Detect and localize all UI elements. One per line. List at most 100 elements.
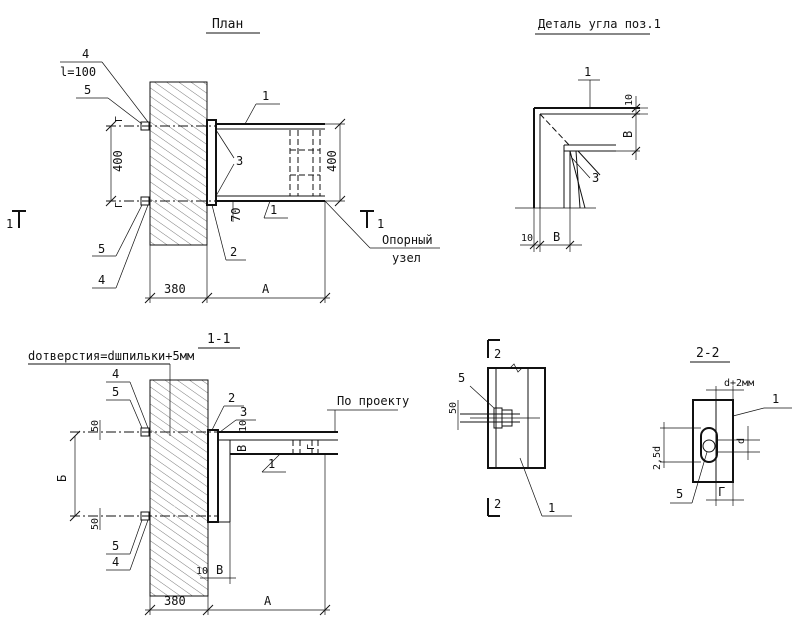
- section-2-2-dim-2-5d: 2,5d: [652, 446, 663, 470]
- plan-callout-4-bottom: 4: [98, 273, 105, 287]
- section-dim-bot-10: 10: [196, 566, 208, 577]
- section-callout-1: 1: [268, 457, 275, 471]
- section-2-2-slot: [700, 427, 718, 463]
- section-g: Г: [306, 444, 317, 450]
- node-view: 2 2 50 5 1: [448, 339, 572, 517]
- plan-dim-380: 380: [164, 282, 186, 296]
- section-design-note: По проекту: [337, 394, 409, 408]
- corner-hidden-diag: [539, 113, 571, 147]
- section-2-2-dim-d-plus: d+2мм: [724, 378, 754, 389]
- section-1-1-view: 1-1 dотверстия=dшпильки+5мм Б 50 50 10: [28, 332, 409, 616]
- section-callout-5-bottom: 5: [112, 539, 119, 553]
- plan-callout-2-leader: [211, 204, 227, 261]
- plan-dim-tick-r1: [334, 118, 346, 130]
- node-dim-50: 50: [448, 402, 459, 414]
- plan-dim-tick-r2: [334, 195, 346, 207]
- corner-dim-tick-b3: [565, 240, 575, 250]
- section-2-2-stud: [702, 439, 716, 453]
- plan-dim-70: 70: [229, 208, 243, 222]
- plan-nut-top: [140, 121, 150, 131]
- section-callout-5-top: 5: [112, 385, 119, 399]
- plan-dim-tick-l1: [105, 120, 117, 132]
- section-dim-tick-b1: [144, 604, 156, 616]
- section-dim-tick-b3: [319, 604, 331, 616]
- section-callout-4-top-leader: [129, 381, 149, 429]
- plan-callout-4-bot-leader: [115, 204, 149, 289]
- plan-callout-1-bot-leader: [263, 200, 271, 219]
- section-callout-2-leader: [211, 405, 225, 431]
- section-2-2-callout-5: 5: [676, 487, 683, 501]
- plan-callout-4-top-leader: [101, 61, 149, 123]
- corner-dim-b-right: В: [621, 131, 635, 138]
- corner-weld-b: [575, 150, 581, 209]
- section-nut-bottom: [140, 511, 150, 521]
- section-2-2-callout-1: 1: [772, 392, 779, 406]
- s22-callout-5-leader: [691, 451, 708, 504]
- section-callout-4-bottom: 4: [112, 555, 119, 569]
- corner-callout-3: 3: [592, 171, 599, 185]
- corner-dim-tick-r2: [631, 109, 641, 119]
- section-callout-1-leader: [261, 453, 281, 473]
- plan-callout-1-top-leader: [244, 103, 257, 125]
- section-callout-3: 3: [240, 405, 247, 419]
- section-dim-tick-b2: [202, 604, 214, 616]
- section-dim-380: 380: [164, 594, 186, 608]
- plan-callout-5-top-leader: [107, 97, 143, 125]
- plan-dim-tick-b2: [201, 292, 213, 304]
- corner-dim-10-top: 10: [624, 94, 635, 106]
- node-break-mark: [509, 363, 523, 373]
- plan-callout-1-bottom: 1: [270, 203, 277, 217]
- plan-callout-5-top: 5: [84, 83, 91, 97]
- plan-section-mark-right: 1: [377, 217, 384, 231]
- plan-callout-1-top: 1: [262, 89, 269, 103]
- section-2-2-dim-g: Г: [718, 485, 725, 499]
- node-section-top: 2: [494, 347, 501, 361]
- corner-dim-b-bottom: В: [553, 230, 560, 244]
- plan-g-bottom: Г: [114, 202, 125, 208]
- section-2-2-title: 2-2: [696, 346, 719, 361]
- plan-callout-4-top: 4: [82, 47, 89, 61]
- node-callout-5: 5: [458, 371, 465, 385]
- plan-dim-400-left: 400: [111, 150, 125, 172]
- corner-callout-1: 1: [584, 65, 591, 79]
- plan-nut-bottom: [140, 196, 150, 206]
- section-2-2-view: 2-2 d+2мм 2,5d d Г 1 5: [652, 346, 792, 506]
- section-callout-2: 2: [228, 391, 235, 405]
- plan-dim-tick-b1: [144, 292, 156, 304]
- section-callout-4-bot-leader: [129, 519, 149, 571]
- node-callout-5-leader: [469, 385, 495, 409]
- section-dim-a: А: [264, 594, 272, 608]
- section-1-1-title: 1-1: [207, 332, 230, 347]
- plan-view: План 400 Г Г 400 70: [6, 17, 440, 304]
- section-dim-b: Б: [55, 475, 69, 482]
- corner-dim-tick-b2: [535, 240, 545, 250]
- section-callout-5-bot-leader: [129, 519, 143, 555]
- plan-callout-5-bottom: 5: [98, 242, 105, 256]
- corner-dim-tick-r3: [631, 146, 641, 156]
- section-2-2-plate: [692, 399, 734, 483]
- corner-weld-c: [577, 150, 601, 176]
- plan-dim-tick-b3: [319, 292, 331, 304]
- section-2-2-dim-d: d: [736, 438, 747, 444]
- section-callout-5-top-leader: [129, 399, 143, 429]
- section-callout-4-top: 4: [112, 367, 119, 381]
- node-callout-1-leader: [519, 457, 543, 517]
- node-section-bottom: 2: [494, 497, 501, 511]
- section-dim-bot-b: В: [216, 563, 223, 577]
- plan-support-label-1: Опорный: [382, 233, 433, 247]
- plan-callout-5-bot-leader: [115, 204, 143, 257]
- section-dim-b-tick-1: [69, 430, 81, 442]
- plan-dim-tick-l2: [105, 195, 117, 207]
- plan-callout-l100: l=100: [60, 65, 96, 79]
- section-support-plate: [207, 429, 219, 523]
- plan-callout-3-leader-a: [215, 129, 235, 159]
- corner-detail-view: Деталь угла поз.1 10 В 10 В: [515, 17, 661, 252]
- section-dim-flange-10: 10: [238, 420, 249, 432]
- section-dim-flange-b: В: [235, 445, 249, 452]
- section-dim-50-top: 50: [90, 420, 101, 432]
- plan-dim-400-right: 400: [325, 150, 339, 172]
- corner-callout-3-leader: [571, 157, 591, 179]
- section-dim-b-tick-2: [69, 510, 81, 522]
- section-wall-hatch: [149, 379, 209, 597]
